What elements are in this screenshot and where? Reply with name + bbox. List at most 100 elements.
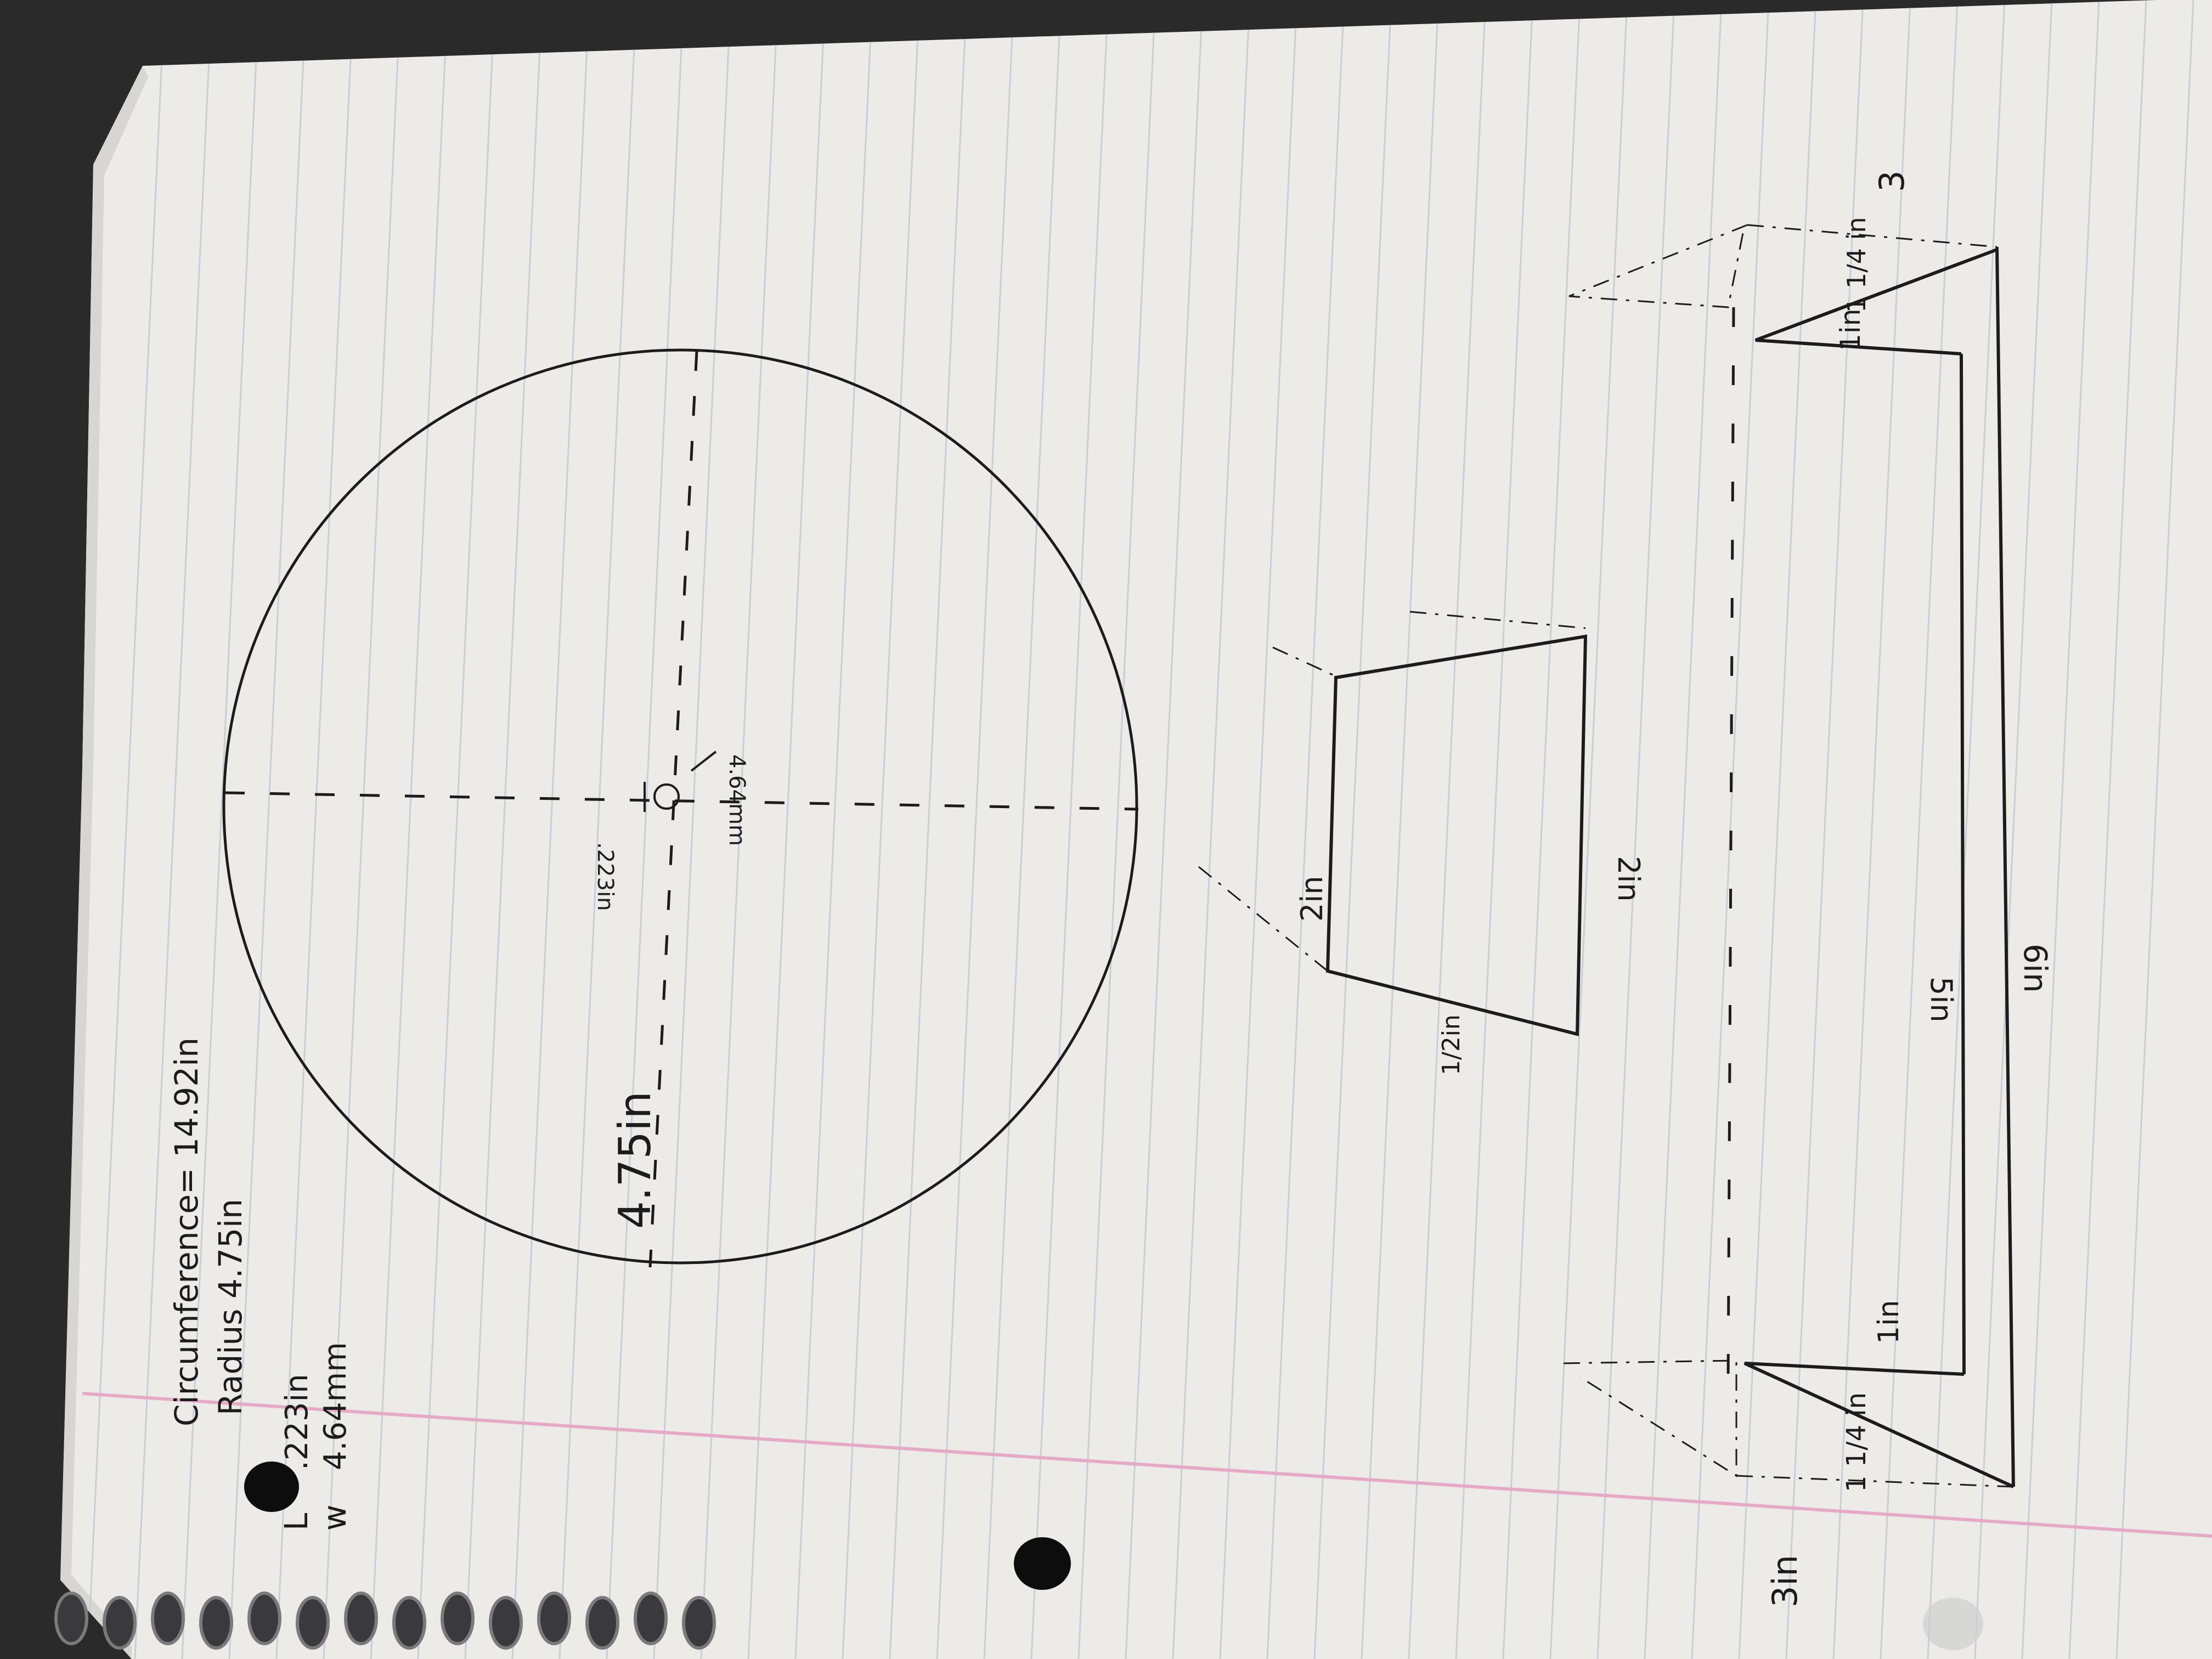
margin-line [82, 1392, 2212, 1538]
ruled-line [1596, 0, 1675, 1659]
ruled-line [747, 0, 826, 1659]
circumference-note: Circumference= 14.92in [168, 1037, 205, 1426]
ruled-line [1974, 0, 2053, 1659]
ruled-line [1785, 0, 1864, 1659]
ruled-line [1408, 0, 1487, 1659]
large-trap-top-label: 5in [1924, 977, 1959, 1023]
small-trap-side-label: 1/2in [1437, 1014, 1465, 1075]
small-trap-guide [1272, 646, 1339, 679]
ruled-line [464, 0, 543, 1659]
w-label: w [316, 1505, 353, 1531]
spiral-loop [392, 1596, 426, 1650]
large-trap-corner-guide [1736, 1475, 2014, 1488]
ruled-line [2115, 0, 2194, 1659]
ruled-line [2068, 0, 2147, 1659]
ruled-line [889, 0, 968, 1659]
ruled-line [558, 0, 637, 1659]
ruled-line [1172, 0, 1251, 1659]
large-trapezoid [1563, 224, 2015, 1488]
spiral-loop [489, 1596, 523, 1650]
ruled-line [606, 0, 685, 1659]
circle-small-length-label: .223in [592, 842, 618, 911]
spiral-binding [54, 1592, 716, 1650]
ruled-line [1502, 0, 1581, 1659]
radius-note: Radius 4.75in [212, 1199, 249, 1415]
ruled-line [228, 0, 307, 1659]
small-length-marker [690, 751, 717, 772]
large-trap-left-label: 1in [1872, 1300, 1905, 1345]
punch-hole [1014, 1537, 1071, 1590]
spiral-loop [585, 1596, 619, 1650]
large-trap-right-fold [1568, 224, 1748, 308]
ruled-line [134, 0, 213, 1659]
large-circle [222, 348, 1138, 1265]
ruled-line [653, 0, 732, 1659]
ruled-line [700, 0, 779, 1659]
ruled-line [370, 0, 449, 1659]
circle-figure [222, 348, 1139, 1268]
ruled-line [1219, 0, 1298, 1659]
large-trap-left-side-label: 1 1/4 in [1841, 1392, 1872, 1492]
punch-hole [1923, 1598, 1983, 1650]
ruled-line [275, 0, 354, 1659]
small-trapezoid-outline [1325, 634, 1588, 1036]
large-trap-bottom [1995, 246, 2015, 1487]
ruled-line [87, 0, 166, 1659]
large-trap-right-label: 1in [1835, 309, 1866, 351]
length-label: L [278, 1513, 315, 1531]
spiral-loop [682, 1596, 716, 1650]
ruled-line [1549, 0, 1628, 1659]
small-trap-guide [1198, 866, 1328, 972]
ruled-line [2021, 0, 2100, 1659]
circle-radius-label: 4.75in [610, 1091, 661, 1229]
spiral-loop [296, 1596, 330, 1650]
paper-shadow-edge [60, 66, 148, 1659]
ruled-line [1644, 0, 1723, 1659]
large-trap-right-end [1754, 248, 1998, 356]
ruled-line [842, 0, 921, 1659]
large-trap-right-corner-label: 3 [1872, 171, 1912, 192]
ruled-line [1266, 0, 1345, 1659]
ruled-line [181, 0, 260, 1659]
center-small-circle [653, 783, 680, 810]
ruled-line [1927, 0, 2006, 1659]
circle-small-width-label: 4.64mm [724, 754, 749, 846]
ruled-line [1313, 0, 1392, 1659]
horizontal-diameter-dashed [224, 791, 1139, 811]
spiral-loop [537, 1592, 571, 1645]
large-trap-left-corner-label: 3in [1765, 1555, 1805, 1607]
ruled-line [983, 0, 1062, 1659]
ruled-line [323, 0, 402, 1659]
large-trap-top [1960, 353, 1966, 1375]
ruled-line [1030, 0, 1109, 1659]
ruled-line [1832, 0, 1911, 1659]
ruled-line [1880, 0, 1959, 1659]
vertical-diameter-dashed [648, 351, 698, 1268]
spiral-loop [103, 1596, 137, 1650]
large-trap-right-side-label: 1 1/4 in [1842, 217, 1871, 313]
small-trapezoid [1198, 611, 1588, 1036]
ruled-line [1455, 0, 1534, 1659]
spiral-loop [151, 1592, 185, 1645]
small-trap-top-label: 2in [1295, 876, 1329, 922]
ruled-line [1361, 0, 1440, 1659]
ruled-line [1738, 0, 1817, 1659]
spiral-loop [634, 1592, 668, 1645]
large-trap-left-fold [1563, 1359, 1737, 1477]
large-trap-corner-guide [1747, 224, 1997, 248]
small-trap-bottom-label: 2in [1611, 856, 1646, 902]
large-trap-centerline [1726, 307, 1735, 1383]
large-trap-bottom-label: 6in [2017, 944, 2054, 993]
ruled-line [794, 0, 873, 1659]
w-value: 4.64mm [318, 1342, 353, 1470]
spiral-loop [344, 1592, 378, 1645]
ruled-line [1125, 0, 1204, 1659]
large-trap-left-end [1743, 1362, 2015, 1488]
punch-hole [244, 1462, 299, 1512]
spiral-loop [54, 1592, 88, 1645]
small-trap-guide [1409, 611, 1586, 629]
ruled-line [417, 0, 496, 1659]
ruled-line [936, 0, 1015, 1659]
ruled-lines [87, 0, 2194, 1659]
